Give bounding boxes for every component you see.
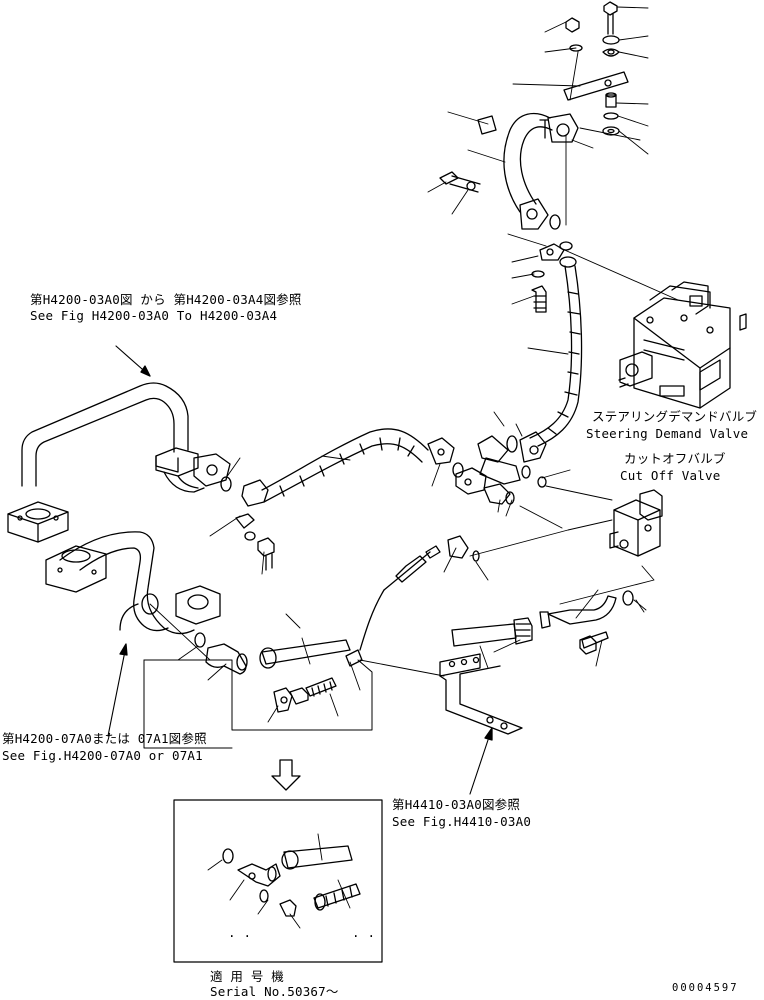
bolt-washer-upper [427,171,481,215]
down-arrow [271,759,301,791]
center-top-fittings [531,214,577,313]
ref-h4200-03a0-jp: 第H4200-03A0図 から 第H4200-03A4図参照 [30,292,302,307]
left-lower-fittings [194,632,293,713]
upper-tube-leaders [447,111,641,226]
demand-valve-hose [519,265,583,463]
steering-demand-valve-en: Steering Demand Valve [586,426,749,441]
serial-dots-left: . . [228,925,252,940]
serial-box-leaders [207,833,351,929]
steering-demand-valve-jp: ステアリングデマンドバルブ [592,409,758,424]
cut-off-valve [609,489,663,557]
left-lower-tube [45,531,221,635]
upper-tube [477,112,579,230]
middle-hose [220,428,464,507]
ref-arrowhead-1 [140,365,151,377]
ref-h4410-03a0-jp: 第H4410-03A0図参照 [392,797,521,812]
serial-box-frame [173,799,383,963]
bracket [359,653,523,735]
ref-h4410-03a0-en: See Fig.H4410-03A0 [392,814,532,829]
reference-outline-2 [143,659,233,749]
left-lower-leaders [149,603,279,723]
ref-h4200-07a0-jp: 第H4200-07A0または 07A1図参照 [2,731,207,746]
ref-h4200-03a0-en: See Fig H4200-03A0 To H4200-03A4 [30,308,278,323]
ref-arrowhead-2 [119,643,128,656]
steering-demand-valve [618,281,747,409]
cutoff-hose [359,535,480,651]
cutoff-hose-leaders [443,547,489,581]
clamp-bolt [235,513,275,571]
cut-off-valve-jp: カットオフバルブ [624,451,726,466]
ref-arrow-shaft-3 [469,739,489,795]
center-fittings-leaders [493,411,613,529]
drawing-number: 00004597 [672,982,739,994]
top-hardware-stack [563,1,629,136]
reference-outline [143,659,373,731]
cut-off-leader-lines [469,519,655,613]
serial-number-en: Serial No.50367～ [210,984,339,999]
lower-hose-assembly [259,590,634,705]
cut-off-valve-en: Cut Off Valve [620,468,721,483]
center-top-leaders [507,233,679,305]
top-hardware-leaders [512,6,649,155]
ref-arrow-shaft-2 [107,645,127,737]
serial-box-parts [222,845,361,917]
ref-h4200-07a0-en: See Fig.H4200-07A0 or 07A1 [2,748,203,763]
serial-dots-right: . . [352,925,376,940]
lower-hose-leaders [285,589,647,717]
center-fittings [455,435,547,505]
ref-arrowhead-3 [484,727,493,741]
serial-label-jp: 適 用 号 機 [210,969,284,984]
left-upper-tube [7,382,231,543]
